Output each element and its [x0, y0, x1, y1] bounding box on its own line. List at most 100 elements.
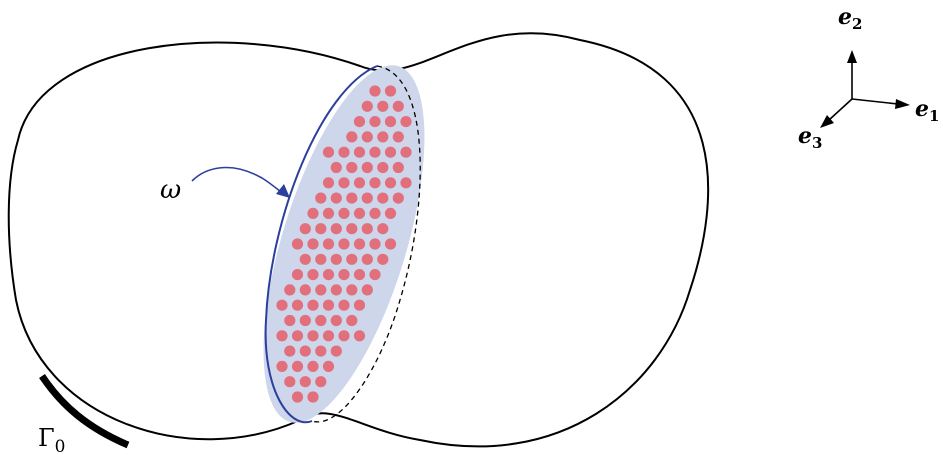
omega-dot [291, 360, 304, 372]
omega-dot [330, 253, 342, 265]
omega-dot [299, 253, 311, 265]
omega-dot [338, 299, 350, 311]
omega-dot [377, 131, 389, 143]
omega-dot [346, 192, 358, 204]
omega-dot [338, 330, 350, 342]
omega-dot [346, 131, 358, 143]
omega-dot [299, 314, 311, 327]
omega-dot [307, 360, 319, 372]
omega-dot [346, 253, 358, 265]
omega-dot [307, 391, 319, 403]
e3-label: e3 [798, 123, 822, 152]
omega-pointer-arrowhead [276, 184, 290, 198]
omega-dot [299, 223, 311, 235]
omega-dot [384, 177, 397, 189]
omega-dot [400, 177, 412, 189]
gamma0-boundary-segment [39, 374, 130, 449]
omega-dot [346, 161, 358, 174]
omega-dot [361, 161, 373, 174]
omega-dot [369, 207, 381, 219]
omega-dot [377, 223, 389, 235]
omega-dot [330, 161, 342, 174]
omega-dot [322, 146, 335, 158]
omega-section-hidden-edge [311, 65, 421, 423]
omega-dot [392, 161, 404, 174]
omega-dot [392, 100, 404, 112]
omega-dot [330, 314, 342, 327]
omega-dot [330, 192, 342, 204]
omega-dot [307, 238, 319, 250]
omega-dot [322, 299, 335, 311]
omega-dot [353, 238, 366, 250]
omega-pointer-arrow [191, 166, 282, 193]
omega-dot [322, 360, 335, 372]
omega-dot [322, 177, 335, 189]
omega-dot [384, 238, 397, 250]
coordinate-frame [820, 50, 910, 128]
omega-dot [276, 299, 288, 311]
omega-dot [384, 85, 397, 97]
omega-label: ω [160, 175, 181, 205]
omega-dot [377, 100, 389, 112]
body-outline [7, 32, 710, 448]
omega-section-edge [264, 65, 378, 424]
omega-dot [377, 253, 389, 265]
omega-dot [361, 223, 373, 235]
omega-dot [353, 330, 366, 342]
omega-dot [284, 314, 296, 327]
omega-dot [291, 330, 304, 342]
omega-dot [291, 299, 304, 311]
omega-dot [322, 330, 335, 342]
omega-dot [346, 314, 358, 327]
omega-dot [284, 345, 296, 357]
omega-dot [361, 284, 373, 296]
omega-dot [377, 161, 389, 174]
omega-dot [299, 376, 311, 388]
omega-dot [315, 284, 327, 296]
omega-dot [338, 146, 350, 158]
omega-dot [353, 146, 366, 158]
e1-label: e1 [915, 96, 939, 125]
omega-dot [330, 284, 342, 296]
omega-dot [369, 177, 381, 189]
omega-dot [315, 192, 327, 204]
omega-dot [307, 299, 319, 311]
omega-dot [369, 85, 381, 97]
omega-dot [392, 192, 404, 204]
omega-dot [284, 376, 296, 388]
omega-dot [369, 269, 381, 281]
omega-dot [353, 207, 366, 219]
omega-dot [307, 269, 319, 281]
omega-dot [369, 116, 381, 128]
omega-dot [291, 269, 304, 281]
omega-dot [338, 269, 350, 281]
omega-dot [299, 345, 311, 357]
omega-dot [276, 330, 288, 342]
omega-dot [322, 238, 335, 250]
omega-dot [322, 269, 335, 281]
omega-dot [361, 253, 373, 265]
omega-dot [392, 131, 404, 143]
omega-dot [276, 360, 288, 372]
omega-dot [338, 177, 350, 189]
omega-dot [315, 253, 327, 265]
omega-dot [338, 238, 350, 250]
omega-dot [361, 100, 373, 112]
omega-dot [361, 192, 373, 204]
e2-label: e2 [838, 4, 862, 33]
omega-dot [384, 146, 397, 158]
omega-dot [284, 284, 296, 296]
omega-dot [400, 116, 412, 128]
omega-dot [361, 131, 373, 143]
omega-dot [338, 207, 350, 219]
omega-dot [384, 116, 397, 128]
omega-dot [315, 223, 327, 235]
omega-dot [315, 376, 327, 388]
omega-dot [377, 192, 389, 204]
omega-dot [369, 146, 381, 158]
omega-dot [346, 223, 358, 235]
omega-dot [291, 391, 304, 403]
omega-dot [299, 284, 311, 296]
omega-dot [330, 223, 342, 235]
